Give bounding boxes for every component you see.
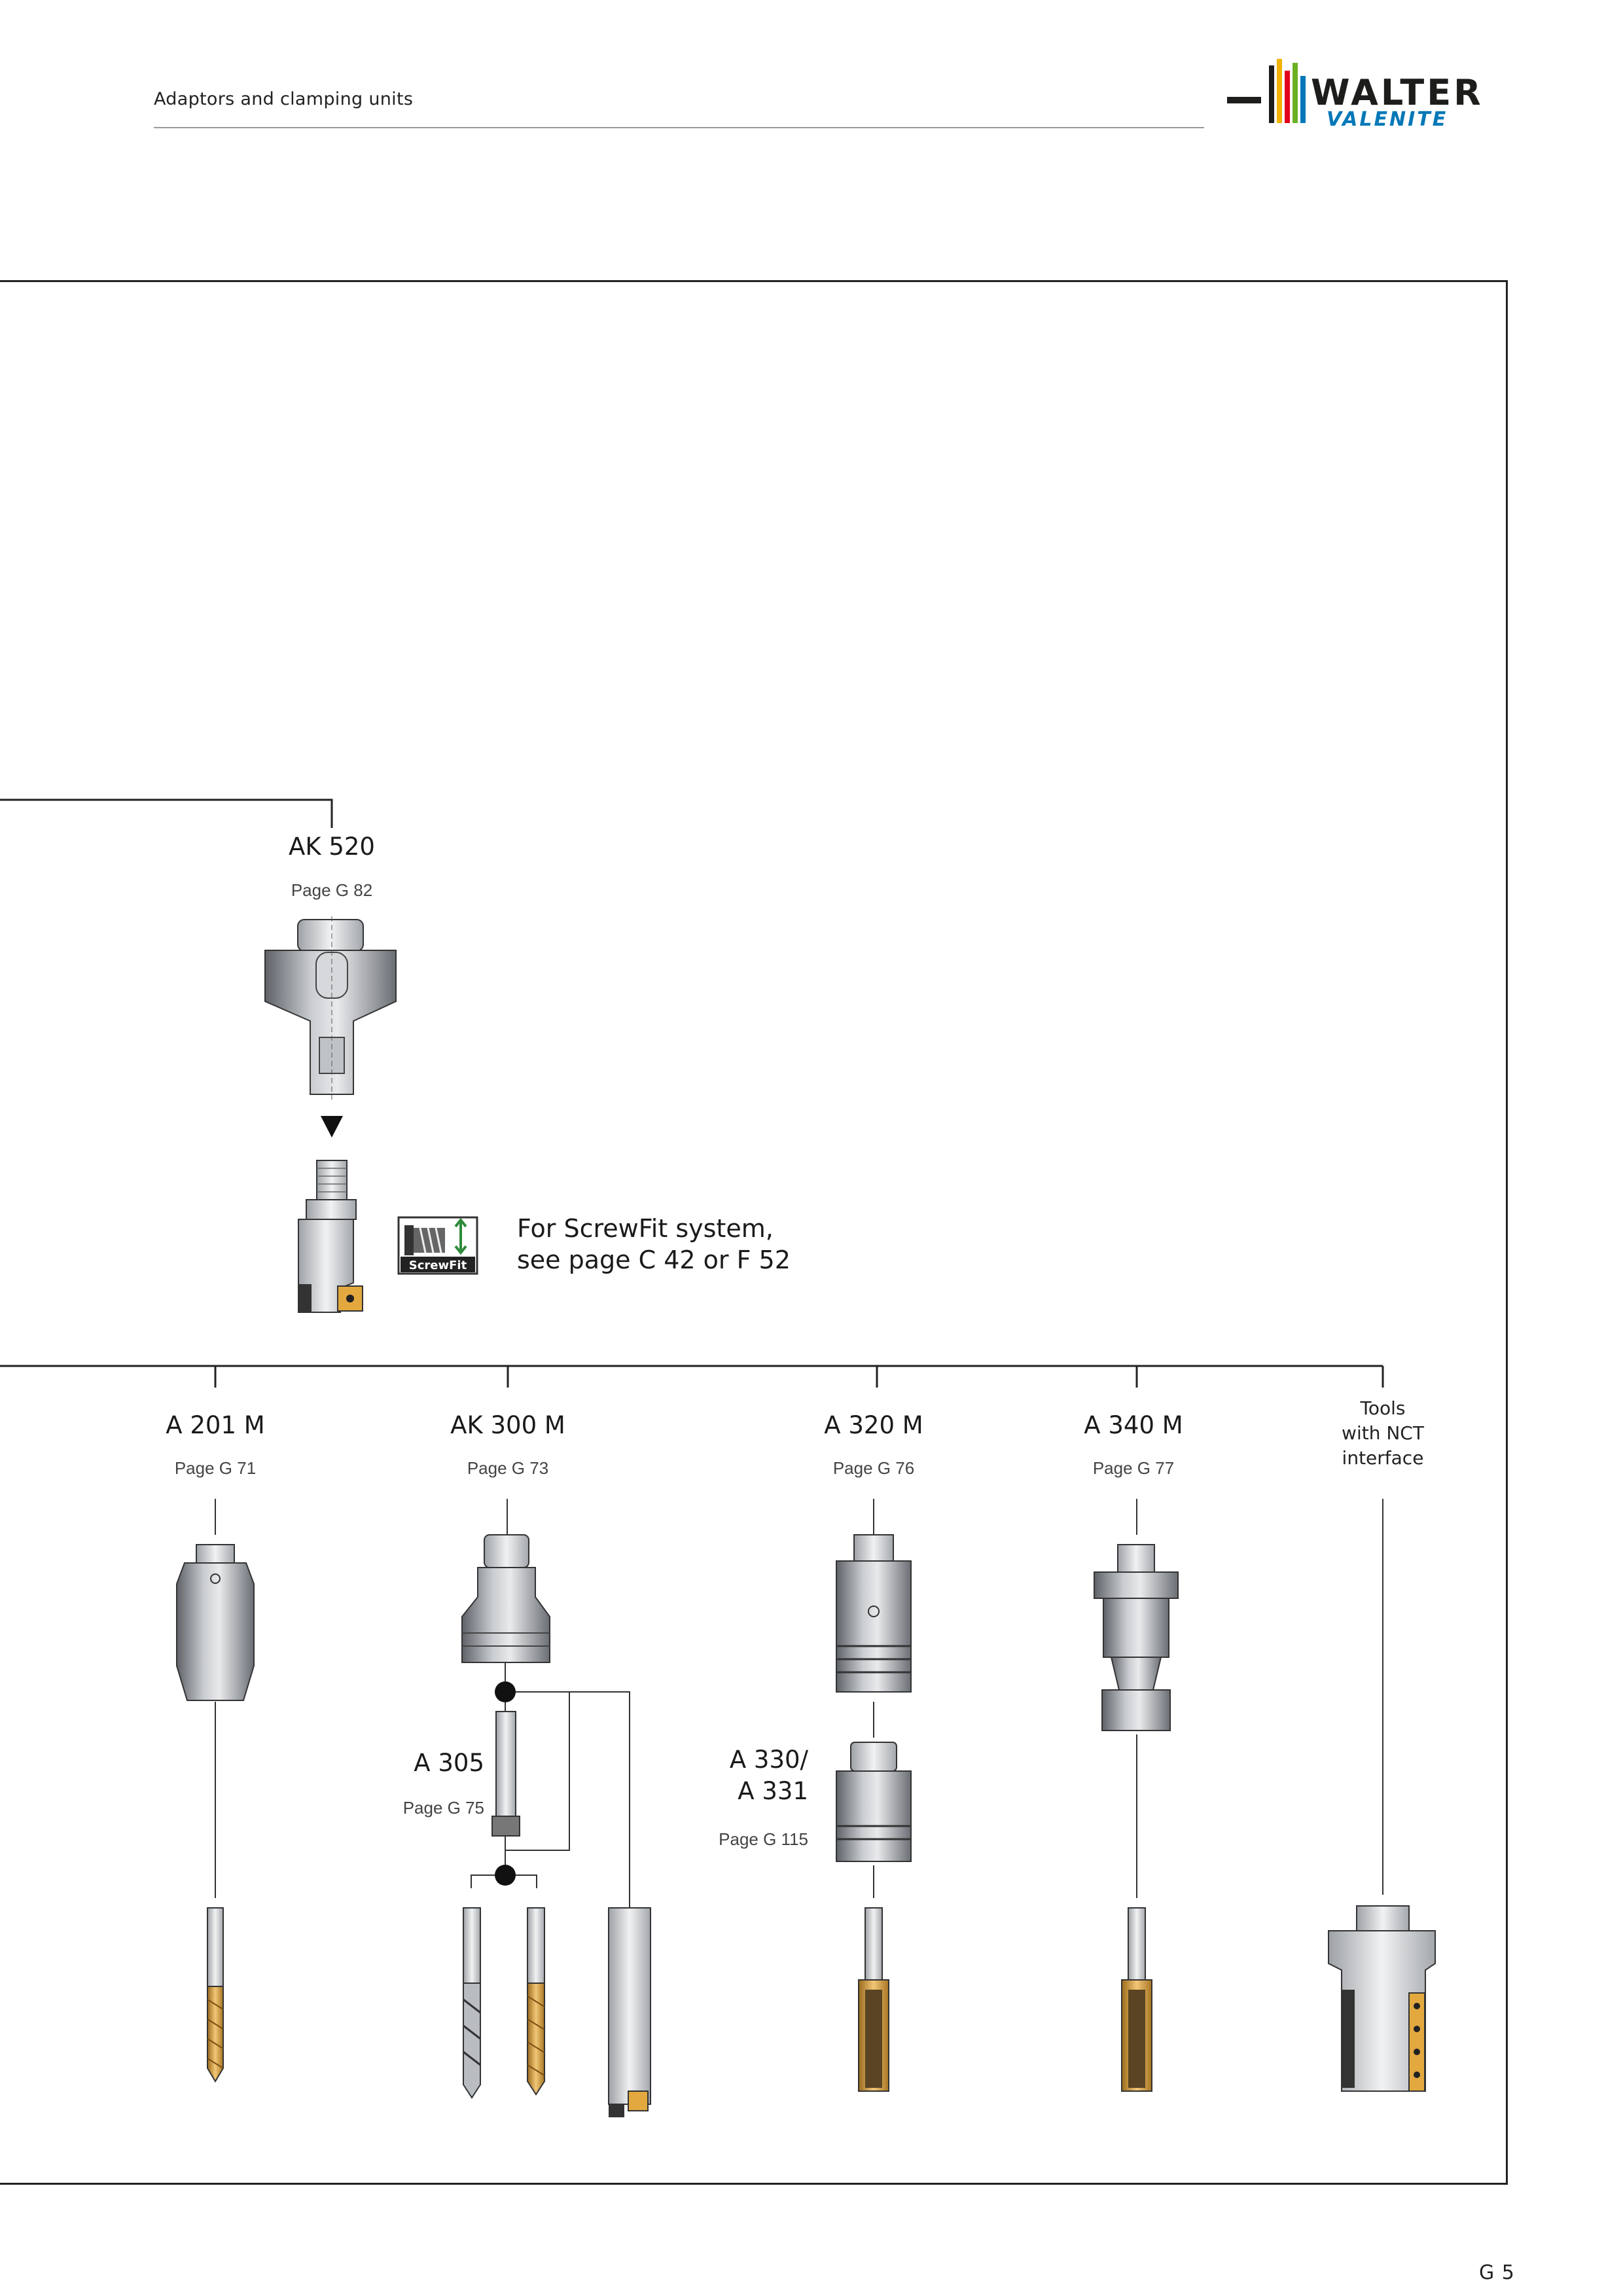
screwfit-tool-illustration (298, 1160, 363, 1313)
header-rule (154, 127, 1204, 128)
ak520-label: AK 520 (289, 833, 375, 861)
page-number: G 5 (1479, 2261, 1515, 2284)
a320m-label: A 320 M (824, 1411, 923, 1439)
drill-illustration (527, 1907, 545, 2096)
a330-adaptor-illustration (836, 1742, 912, 1862)
junction-dot (495, 1865, 516, 1886)
a330-label: A 330/ A 331 (707, 1744, 808, 1807)
nct-line1: Tools (1360, 1397, 1406, 1419)
logo-walter-text: WALTER (1311, 72, 1484, 113)
tap-illustration (1121, 1907, 1152, 2092)
a340m-label: A 340 M (1084, 1411, 1183, 1439)
nct-tool-illustration (1328, 1905, 1436, 2092)
a201m-label: A 201 M (166, 1411, 265, 1439)
section-title: Adaptors and clamping units (154, 89, 414, 109)
screwfit-note: For ScrewFit system, see page C 42 or F … (517, 1213, 791, 1276)
logo-valenite-text: VALENITE (1327, 108, 1448, 130)
ak300m-adaptor-illustration (461, 1534, 550, 1663)
a201m-adaptor-illustration (176, 1544, 255, 1701)
screwfit-note-line1: For ScrewFit system, (517, 1214, 774, 1243)
a320m-adaptor-illustration (836, 1534, 912, 1693)
junction-dot (495, 1681, 516, 1702)
walter-valenite-logo: WALTER VALENITE (1227, 59, 1484, 130)
nct-tools-label: Tools with NCT interface (1298, 1396, 1468, 1471)
a330-page-link[interactable]: Page G 115 (719, 1829, 808, 1849)
svg-text:ScrewFit: ScrewFit (409, 1259, 467, 1272)
ak300m-page-link[interactable]: Page G 73 (467, 1458, 549, 1478)
ak520-page-link[interactable]: Page G 82 (291, 880, 373, 900)
ak520-connector-line (0, 798, 333, 828)
ak520-adaptor-illustration (264, 916, 397, 1138)
screwfit-icon: ScrewFit (397, 1216, 478, 1275)
a305-collet-illustration (491, 1711, 520, 1837)
diagram-frame (0, 280, 1508, 2185)
a305-label: A 305 (414, 1749, 484, 1777)
a305-page-link[interactable]: Page G 75 (402, 1798, 484, 1818)
a330-label-line1: A 330/ (729, 1746, 808, 1774)
a330-label-line2: A 331 (738, 1777, 808, 1805)
drill-illustration (207, 1907, 224, 2083)
a340m-adaptor-illustration (1094, 1544, 1179, 1731)
a201m-page-link[interactable]: Page G 71 (174, 1458, 257, 1478)
insert-drill-illustration (608, 1907, 651, 2117)
a320m-page-link[interactable]: Page G 76 (832, 1458, 915, 1478)
drill-illustration (463, 1907, 481, 2099)
nct-line3: interface (1342, 1447, 1424, 1469)
a340m-page-link[interactable]: Page G 77 (1092, 1458, 1175, 1478)
tap-illustration (858, 1907, 889, 2092)
screwfit-note-line2[interactable]: see page C 42 or F 52 (517, 1246, 791, 1274)
ak300m-label: AK 300 M (450, 1411, 565, 1439)
nct-line2: with NCT (1342, 1422, 1424, 1444)
